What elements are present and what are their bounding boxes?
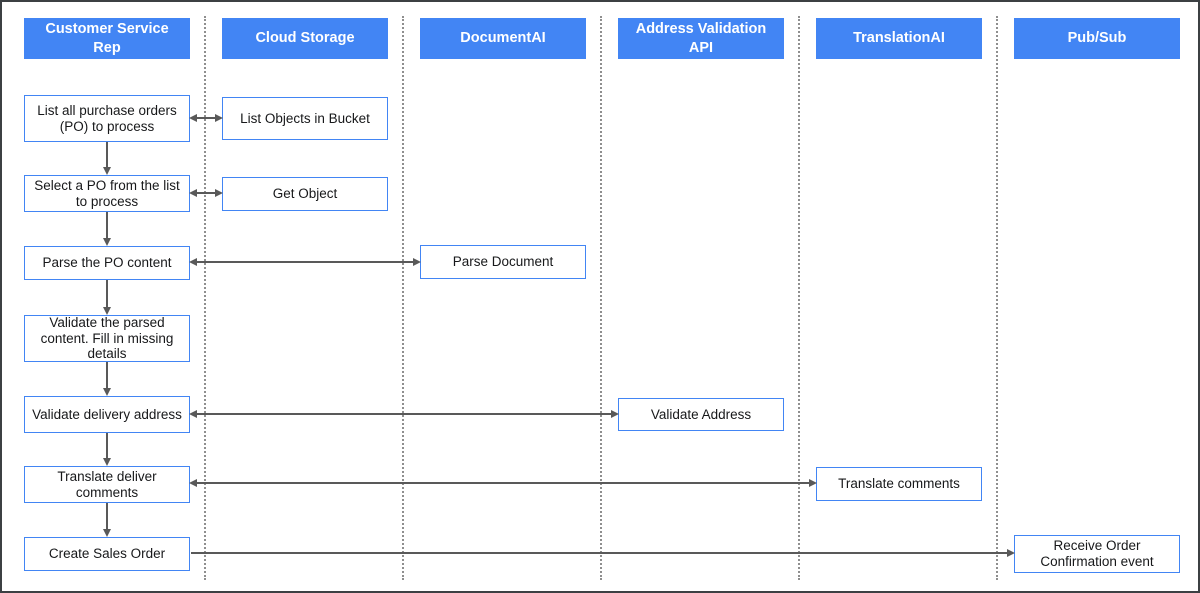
arrow-down-address-to-translate — [103, 433, 111, 466]
step-list-purchase-orders: List all purchase orders (PO) to process — [24, 95, 190, 142]
step-translate-deliver-comments: Translate deliver comments — [24, 466, 190, 503]
arrow-create-order-pubsub — [191, 549, 1015, 557]
arrow-parse-documentai — [189, 258, 421, 266]
step-list-objects-in-bucket: List Objects in Bucket — [222, 97, 388, 140]
step-select-po: Select a PO from the list to process — [24, 175, 190, 212]
step-parse-document: Parse Document — [420, 245, 586, 279]
lane-header-translationai: TranslationAI — [816, 18, 982, 59]
lane-header-documentai: DocumentAI — [420, 18, 586, 59]
step-parse-po-content: Parse the PO content — [24, 246, 190, 280]
arrow-get-object-cloud-storage — [189, 189, 223, 197]
lane-header-address-validation-api: Address Validation API — [618, 18, 784, 59]
lane-header-customer-service-rep: Customer Service Rep — [24, 18, 190, 59]
step-receive-order-confirmation: Receive Order Confirmation event — [1014, 535, 1180, 573]
lane-separator — [798, 16, 800, 580]
step-translate-comments: Translate comments — [816, 467, 982, 501]
arrow-down-select-to-parse — [103, 212, 111, 246]
arrow-down-validate-to-address — [103, 362, 111, 396]
lane-separator — [600, 16, 602, 580]
lane-header-cloud-storage: Cloud Storage — [222, 18, 388, 59]
arrow-down-list-to-select — [103, 142, 111, 175]
step-create-sales-order: Create Sales Order — [24, 537, 190, 571]
lane-separator — [996, 16, 998, 580]
step-get-object: Get Object — [222, 177, 388, 211]
step-validate-delivery-address: Validate delivery address — [24, 396, 190, 433]
arrow-validate-address-api — [189, 410, 619, 418]
step-validate-parsed-content: Validate the parsed content. Fill in mis… — [24, 315, 190, 362]
step-validate-address: Validate Address — [618, 398, 784, 431]
lane-header-pub-sub: Pub/Sub — [1014, 18, 1180, 59]
arrow-translate-translationai — [189, 479, 817, 487]
arrow-list-po-cloud-storage — [189, 114, 223, 122]
arrow-down-parse-to-validate — [103, 280, 111, 315]
lane-separator — [204, 16, 206, 580]
lane-separator — [402, 16, 404, 580]
arrow-down-translate-to-create — [103, 503, 111, 537]
